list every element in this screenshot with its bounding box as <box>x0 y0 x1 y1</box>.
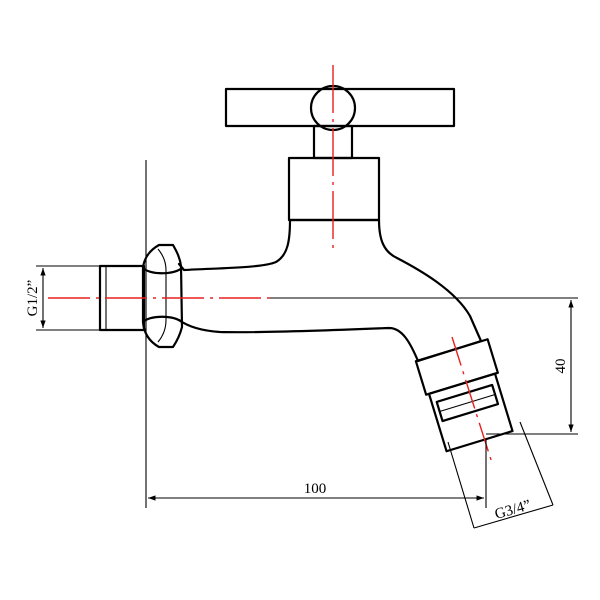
centerlines <box>48 65 493 464</box>
drop-label: 40 <box>553 359 569 374</box>
drop-dimension: 40 <box>270 297 578 435</box>
cross-handle <box>224 84 456 132</box>
inlet-thread-label: G1/2” <box>25 280 41 317</box>
outlet-thread-label: G3/4” <box>493 497 533 522</box>
length-dimension: 100 <box>148 440 487 508</box>
outlet-fitting <box>414 338 514 453</box>
inlet-thread-dimension: G1/2” <box>25 265 100 331</box>
faucet-body <box>177 218 483 363</box>
length-label: 100 <box>304 481 327 497</box>
hex-nut <box>141 243 184 349</box>
outlet-thread-dimension: G3/4” <box>447 421 554 529</box>
valve-bonnet <box>287 156 381 222</box>
